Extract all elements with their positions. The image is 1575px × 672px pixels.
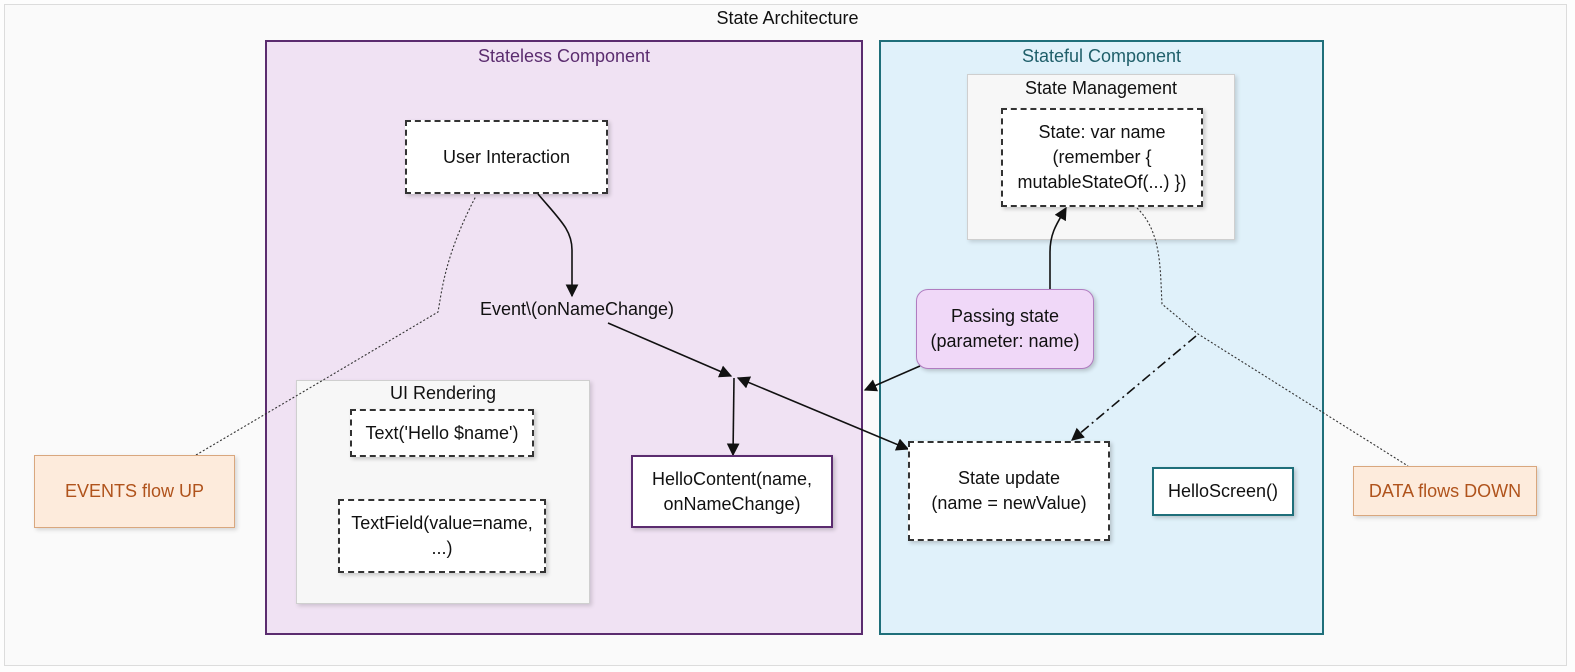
- state-var-node: State: var name (remember { mutableState…: [1001, 108, 1203, 207]
- state-var-line-1: State: var name: [1038, 122, 1166, 142]
- diagram-title: State Architecture: [716, 8, 859, 28]
- edge-passing-state-to-stateless: [863, 365, 921, 392]
- edge-passing-state-to-state-var: [1049, 206, 1067, 290]
- stateless-component-label: Stateless Component: [477, 46, 651, 66]
- hello-content-line-1: HelloContent(name,: [651, 468, 813, 489]
- passing-state-line-2: (parameter: name): [930, 331, 1080, 351]
- edge-junction-state-update: [736, 376, 910, 451]
- state-update-line-1: State update: [957, 468, 1061, 488]
- state-update-node: State update (name = newValue): [908, 441, 1110, 541]
- events-flow-up-text: EVENTS flow UP: [64, 481, 205, 501]
- connector-events-note: [195, 195, 477, 456]
- edge-user-interaction-to-event: [537, 193, 579, 298]
- data-flows-down-text: DATA flows DOWN: [1368, 480, 1522, 501]
- state-update-line-2: (name = newValue): [931, 493, 1087, 513]
- text-node: Text('Hello $name'): [350, 409, 534, 457]
- events-flow-up-note: EVENTS flow UP: [34, 455, 235, 528]
- passing-state-node: Passing state (parameter: name): [916, 289, 1094, 369]
- passing-state-line-1: Passing state: [950, 306, 1060, 326]
- state-var-line-3: mutableStateOf(...) }): [1017, 172, 1187, 192]
- textfield-line-1: TextField(value=name,: [351, 513, 533, 533]
- hello-content-line-2: onNameChange): [663, 493, 801, 514]
- textfield-line-2: ...): [431, 538, 453, 558]
- hello-content-node: HelloContent(name, onNameChange): [631, 455, 833, 528]
- data-flows-down-note: DATA flows DOWN: [1353, 466, 1537, 516]
- user-interaction-text: User Interaction: [442, 146, 571, 167]
- text-node-label: Text('Hello $name'): [365, 422, 519, 443]
- state-management-label: State Management: [1024, 78, 1178, 98]
- hello-screen-text: HelloScreen(): [1167, 481, 1279, 501]
- connector-data-note: [1136, 207, 1409, 467]
- hello-screen-node: HelloScreen(): [1152, 467, 1294, 516]
- edge-junction-to-hellocontent: [726, 377, 740, 457]
- edge-event-to-junction: [607, 322, 733, 378]
- edge-dataflow-to-state-update: [1071, 335, 1197, 441]
- ui-rendering-label: UI Rendering: [389, 383, 497, 403]
- textfield-node: TextField(value=name, ...): [338, 499, 546, 573]
- event-node: Event\(onNameChange): [468, 296, 686, 322]
- user-interaction-node: User Interaction: [405, 120, 608, 194]
- event-text: Event\(onNameChange): [479, 298, 675, 319]
- state-var-line-2: (remember {: [1052, 147, 1152, 167]
- stateful-component-label: Stateful Component: [1021, 46, 1182, 66]
